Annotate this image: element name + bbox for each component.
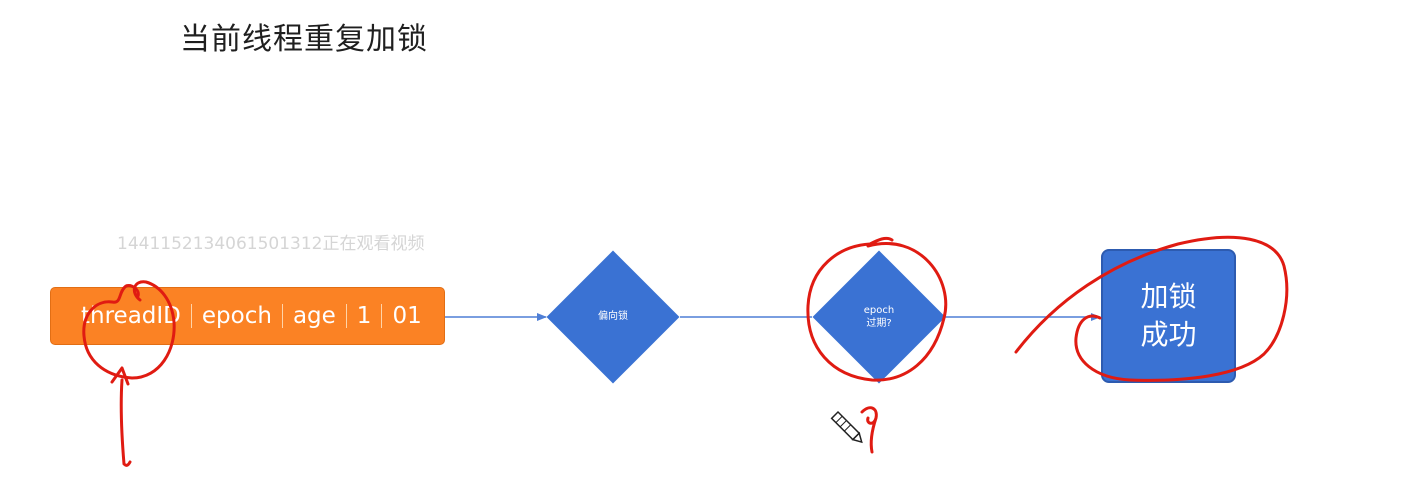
decision-epoch-label-line2: 过期? bbox=[866, 318, 892, 329]
lock-success-line2: 成功 bbox=[1140, 318, 1197, 351]
lock-success-box: 加锁 成功 bbox=[1101, 249, 1236, 383]
field-lock-bits: 01 bbox=[392, 303, 422, 329]
field-epoch: epoch bbox=[201, 303, 272, 329]
decision-biased-lock-label: 偏向锁 bbox=[598, 311, 628, 322]
page-title: 当前线程重复加锁 bbox=[180, 22, 428, 57]
lock-success-line1: 加锁 bbox=[1140, 280, 1197, 313]
decision-epoch-label-line1: epoch bbox=[863, 305, 895, 316]
viewer-watermark: 1441152134061501312正在观看视频 bbox=[117, 234, 425, 254]
field-divider bbox=[281, 304, 283, 328]
field-thread-id: threadID bbox=[81, 303, 181, 329]
annotation-success-arrow bbox=[1014, 235, 1289, 382]
pencil-icon bbox=[830, 410, 863, 444]
field-divider bbox=[345, 304, 347, 328]
decision-epoch-expired-label: epoch 过期? bbox=[849, 304, 909, 330]
annotation-threadid-circle bbox=[82, 280, 176, 380]
annotation-epoch-circle bbox=[806, 236, 948, 382]
field-divider bbox=[381, 304, 383, 328]
annotation-epoch-mark bbox=[860, 406, 878, 454]
field-biased-flag: 1 bbox=[356, 303, 372, 329]
annotation-threadid-arrow bbox=[110, 366, 132, 467]
field-divider bbox=[190, 304, 192, 328]
mark-word-bar: threadID epoch age 1 01 bbox=[50, 287, 445, 345]
field-age: age bbox=[292, 303, 336, 329]
